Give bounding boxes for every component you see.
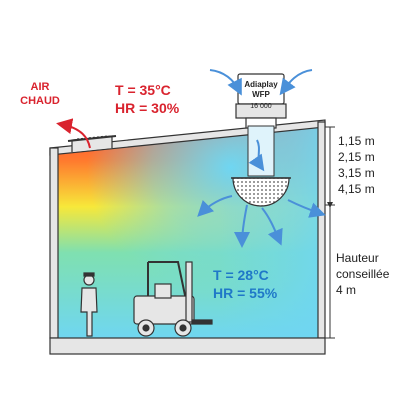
adiaplay-unit [231, 73, 291, 207]
outside-humidity: HR = 30% [115, 100, 180, 116]
unit-model: WFP [252, 90, 270, 99]
height-3: 3,15 m [338, 166, 375, 180]
intake-arrow-right [279, 69, 313, 96]
height-2: 2,15 m [338, 150, 375, 164]
recommended-height-3: 4 m [336, 283, 356, 297]
hot-air-label-1: AIR [31, 81, 50, 93]
cool-air-arrows [197, 195, 326, 248]
recommended-height-1: Hauteur [336, 251, 379, 265]
roof-vent [67, 135, 117, 152]
hot-air-label-2: CHAUD [20, 95, 60, 107]
right-wall [317, 121, 326, 339]
height-dimension [325, 126, 335, 339]
outside-temperature: T = 35°C [115, 82, 171, 98]
intake-arrow-left [209, 69, 242, 96]
duct-flow-arrow [248, 139, 265, 172]
unit-brand: Adiaplay [244, 80, 278, 89]
floor [49, 337, 326, 355]
hot-air-arrow [56, 118, 91, 149]
inside-temperature: T = 28°C [213, 267, 269, 283]
height-4: 4,15 m [338, 182, 375, 196]
forklift [133, 261, 213, 337]
unit-capacity: 16 000 [250, 103, 272, 110]
inside-humidity: HR = 55% [213, 285, 278, 301]
recommended-height-2: conseillée [336, 267, 390, 281]
height-1: 1,15 m [338, 134, 375, 148]
left-wall [49, 147, 59, 339]
person-figure [80, 272, 98, 337]
